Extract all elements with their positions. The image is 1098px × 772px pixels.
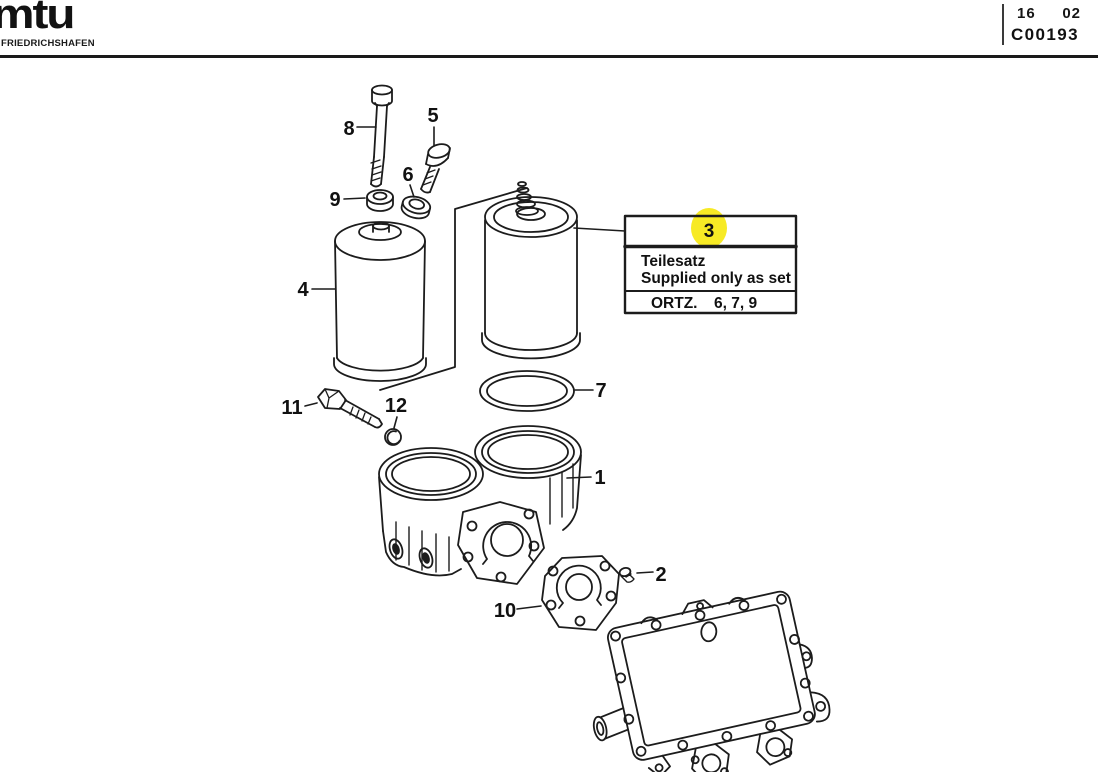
leader-line-6 [409,184,415,198]
leader-line-11 [304,402,318,407]
stud-8 [370,84,393,188]
leader-line-3 [573,227,626,232]
filter-housing-1 [378,425,582,585]
leader-line-12 [393,416,398,429]
part-label-11: 11 [281,397,302,419]
leader-line-10 [516,605,542,610]
flange-gasket-10 [541,555,620,631]
callout-number: 3 [704,221,715,242]
filter-cartridge-3 [481,181,581,360]
part-label-12: 12 [385,395,407,417]
part-labels: 8 5 9 6 4 7 11 12 1 10 2 [281,105,666,622]
part-label-2: 2 [655,564,666,586]
header-divider-line [1002,4,1004,45]
callout-ref-label: ORTZ. [651,295,698,312]
seal-ring-6 [400,195,432,220]
mtu-logo-subtitle: FRIEDRICHSHAFEN [1,38,95,49]
leader-lines [304,126,654,610]
hex-bolt-11 [317,388,383,429]
lock-washer-12 [384,428,402,446]
part-label-5: 5 [427,105,438,127]
callout-ref-values: 6, 7, 9 [714,295,757,312]
sheet-number-left: 16 [1017,5,1036,22]
washer-9 [366,189,394,212]
sheet-number-right: 02 [1062,5,1081,22]
set-bracket-line [379,187,528,391]
figure-code: C00193 [1011,25,1079,44]
part-label-8: 8 [343,118,354,140]
callout-text-en: Supplied only as set [641,270,791,287]
header-rule [0,55,1098,58]
part-label-10: 10 [494,600,516,622]
part-label-1: 1 [594,467,605,489]
leader-line-1 [566,476,592,479]
plug-2 [618,566,635,583]
part-label-9: 9 [329,189,340,211]
leader-line-2 [636,571,654,574]
callout-box [623,214,798,315]
oil-cooler-cover [592,590,831,772]
sheet-number: 16 02 [1017,5,1081,22]
callout-highlight [691,208,727,248]
part-label-6: 6 [402,164,413,186]
part-label-4: 4 [297,279,309,301]
filter-cartridge-4 [333,221,427,382]
parts-set-callout: 3 Teilesatz Supplied only as set ORTZ. 6… [623,208,798,315]
o-ring-7 [479,370,575,412]
part-label-7: 7 [595,380,606,402]
callout-text-de: Teilesatz [641,253,706,270]
leader-line-9 [343,197,366,200]
bolt-5 [420,143,451,194]
mtu-logo: mtu [0,0,76,38]
